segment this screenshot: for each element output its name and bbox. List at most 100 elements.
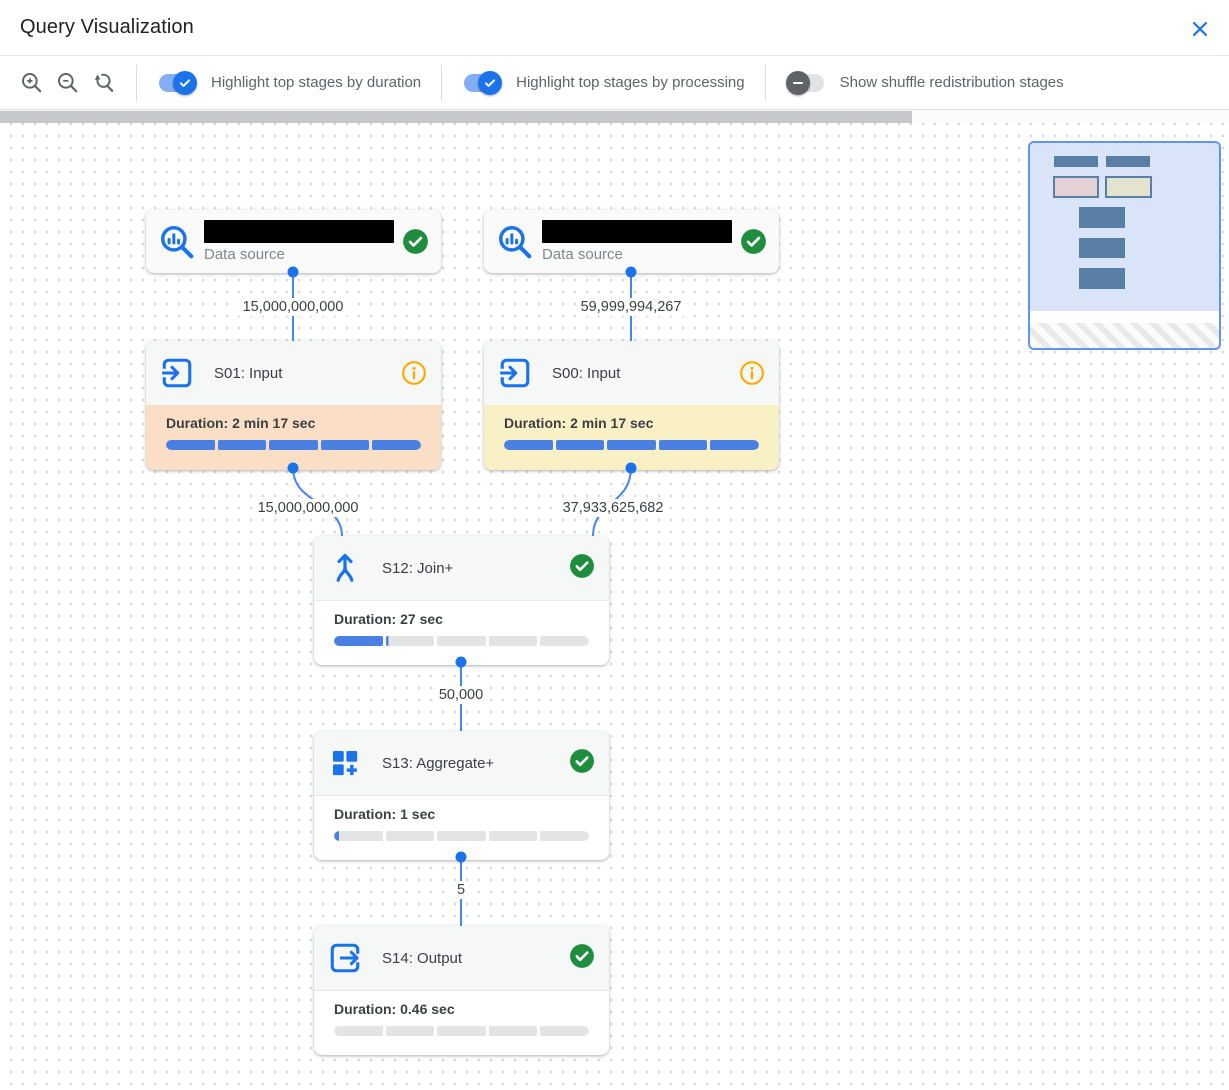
toggle-thumb — [478, 70, 503, 95]
output-icon — [330, 943, 360, 973]
info-icon — [402, 361, 426, 385]
check-icon — [570, 943, 594, 968]
duration-label: Duration: 2 min 17 sec — [504, 415, 654, 431]
datasource-icon — [499, 225, 532, 258]
zoom-reset-button[interactable] — [86, 65, 122, 101]
stage-header: S14: Output — [314, 926, 609, 990]
edge-row-count-label: 59,999,994,267 — [576, 298, 686, 316]
minus-icon — [792, 81, 803, 84]
stage-node-s14[interactable]: S14: Output Duration: 0.46 sec — [314, 926, 609, 1055]
check-icon — [179, 78, 191, 87]
minimap-node-highlight-duration — [1053, 176, 1099, 198]
stage-title: S14: Output — [382, 949, 463, 967]
stage-duration-section: Duration: 2 min 17 sec — [484, 405, 779, 470]
stage-duration-section: Duration: 2 min 17 sec — [146, 405, 441, 470]
zoom-out-button[interactable] — [50, 65, 86, 101]
edge-row-count-label: 5 — [452, 881, 470, 899]
check-icon — [570, 748, 594, 773]
toolbar-separator — [136, 64, 137, 101]
toggle-group-duration: Highlight top stages by duration — [151, 70, 427, 95]
duration-label: Duration: 27 sec — [334, 611, 443, 627]
stage-duration-section: Duration: 1 sec — [314, 795, 609, 860]
zoom-out-icon — [58, 72, 78, 92]
query-graph-canvas[interactable]: 15,000,000,000 59,999,994,267 15,000,000… — [0, 110, 1229, 1090]
input-icon — [162, 358, 192, 388]
zoom-reset-icon — [94, 73, 114, 92]
edge-row-count-label: 50,000 — [434, 686, 488, 704]
duration-progressbar — [334, 636, 589, 646]
duration-progressbar — [504, 440, 759, 450]
toggle-highlight-duration[interactable] — [157, 70, 197, 95]
minimap-node — [1079, 207, 1125, 228]
datasource-icon — [161, 225, 194, 258]
minimap-node — [1106, 156, 1150, 167]
stage-node-s01[interactable]: S01: Input Duration: 2 min 17 sec — [146, 341, 441, 470]
close-button[interactable] — [1185, 14, 1215, 44]
input-icon — [500, 358, 530, 388]
minimap-node — [1054, 156, 1098, 167]
minimap-node — [1079, 238, 1125, 258]
stage-status[interactable] — [569, 553, 595, 584]
stage-status[interactable] — [569, 748, 595, 779]
redacted-title — [542, 220, 732, 243]
stage-title: S13: Aggregate+ — [382, 754, 495, 772]
duration-progressbar — [334, 1026, 589, 1036]
datasource-node-1[interactable]: Data source — [146, 210, 441, 273]
horizontal-scrollbar-thumb[interactable] — [0, 111, 912, 123]
toggle-group-shuffle: Show shuffle redistribution stages — [780, 70, 1070, 95]
redacted-title — [204, 220, 394, 243]
stage-header: S01: Input — [146, 341, 441, 405]
minimap-node — [1079, 268, 1125, 289]
stage-title: S12: Join+ — [382, 559, 454, 577]
toggle-thumb — [173, 70, 197, 95]
aggregate-icon — [332, 750, 358, 776]
stage-status[interactable] — [569, 943, 595, 974]
toggle-thumb — [785, 70, 810, 95]
minimap-node-highlight-processing — [1105, 176, 1152, 198]
dialog-titlebar: Query Visualization — [0, 0, 1229, 56]
stage-node-s13[interactable]: S13: Aggregate+ Duration: 1 sec — [314, 731, 609, 860]
datasource-label: Data source — [542, 246, 623, 263]
toggle-group-processing: Highlight top stages by processing — [456, 70, 750, 95]
toolbar-separator — [441, 64, 443, 101]
stage-node-s00[interactable]: S00: Input Duration: 2 min 17 sec — [484, 341, 779, 470]
check-icon — [570, 553, 594, 578]
duration-progressbar — [334, 831, 589, 841]
stage-title: S01: Input — [214, 364, 283, 382]
datasource-label: Data source — [204, 246, 285, 263]
toggle-show-shuffle[interactable] — [785, 70, 826, 95]
stage-status[interactable] — [739, 360, 765, 386]
graph-toolbar: Highlight top stages by duration Highlig… — [0, 56, 1229, 110]
toggle-label-duration: Highlight top stages by duration — [211, 74, 422, 91]
stage-header: S12: Join+ — [314, 536, 609, 600]
page-title: Query Visualization — [20, 16, 194, 38]
duration-label: Duration: 0.46 sec — [334, 1001, 455, 1017]
check-icon — [741, 229, 766, 254]
toggle-highlight-processing[interactable] — [462, 70, 503, 95]
stage-status[interactable] — [401, 360, 427, 386]
duration-label: Duration: 1 sec — [334, 806, 436, 822]
join-icon — [336, 553, 354, 582]
check-icon — [403, 229, 428, 254]
stage-header: S00: Input — [484, 341, 779, 405]
datasource-node-2[interactable]: Data source — [484, 210, 779, 273]
stage-duration-section: Duration: 27 sec — [314, 600, 609, 665]
duration-progressbar — [166, 440, 421, 450]
toggle-label-processing: Highlight top stages by processing — [516, 74, 745, 91]
toggle-label-shuffle: Show shuffle redistribution stages — [839, 74, 1064, 91]
stage-duration-section: Duration: 0.46 sec — [314, 990, 609, 1055]
zoom-in-button[interactable] — [14, 65, 50, 101]
edge-row-count-label: 15,000,000,000 — [238, 298, 348, 316]
check-icon — [485, 78, 496, 87]
close-icon — [1192, 21, 1208, 37]
edge-row-count-label: 37,933,625,682 — [558, 499, 668, 517]
stage-title: S00: Input — [552, 364, 621, 382]
minimap[interactable] — [1028, 141, 1221, 350]
minimap-overflow-hatch — [1030, 323, 1219, 348]
stage-node-s12[interactable]: S12: Join+ Duration: 27 sec — [314, 536, 609, 665]
toolbar-separator — [764, 64, 766, 101]
zoom-in-icon — [22, 72, 42, 92]
horizontal-scrollbar[interactable] — [0, 110, 1229, 123]
edge-row-count-label: 15,000,000,000 — [253, 499, 363, 517]
info-icon — [740, 361, 764, 385]
